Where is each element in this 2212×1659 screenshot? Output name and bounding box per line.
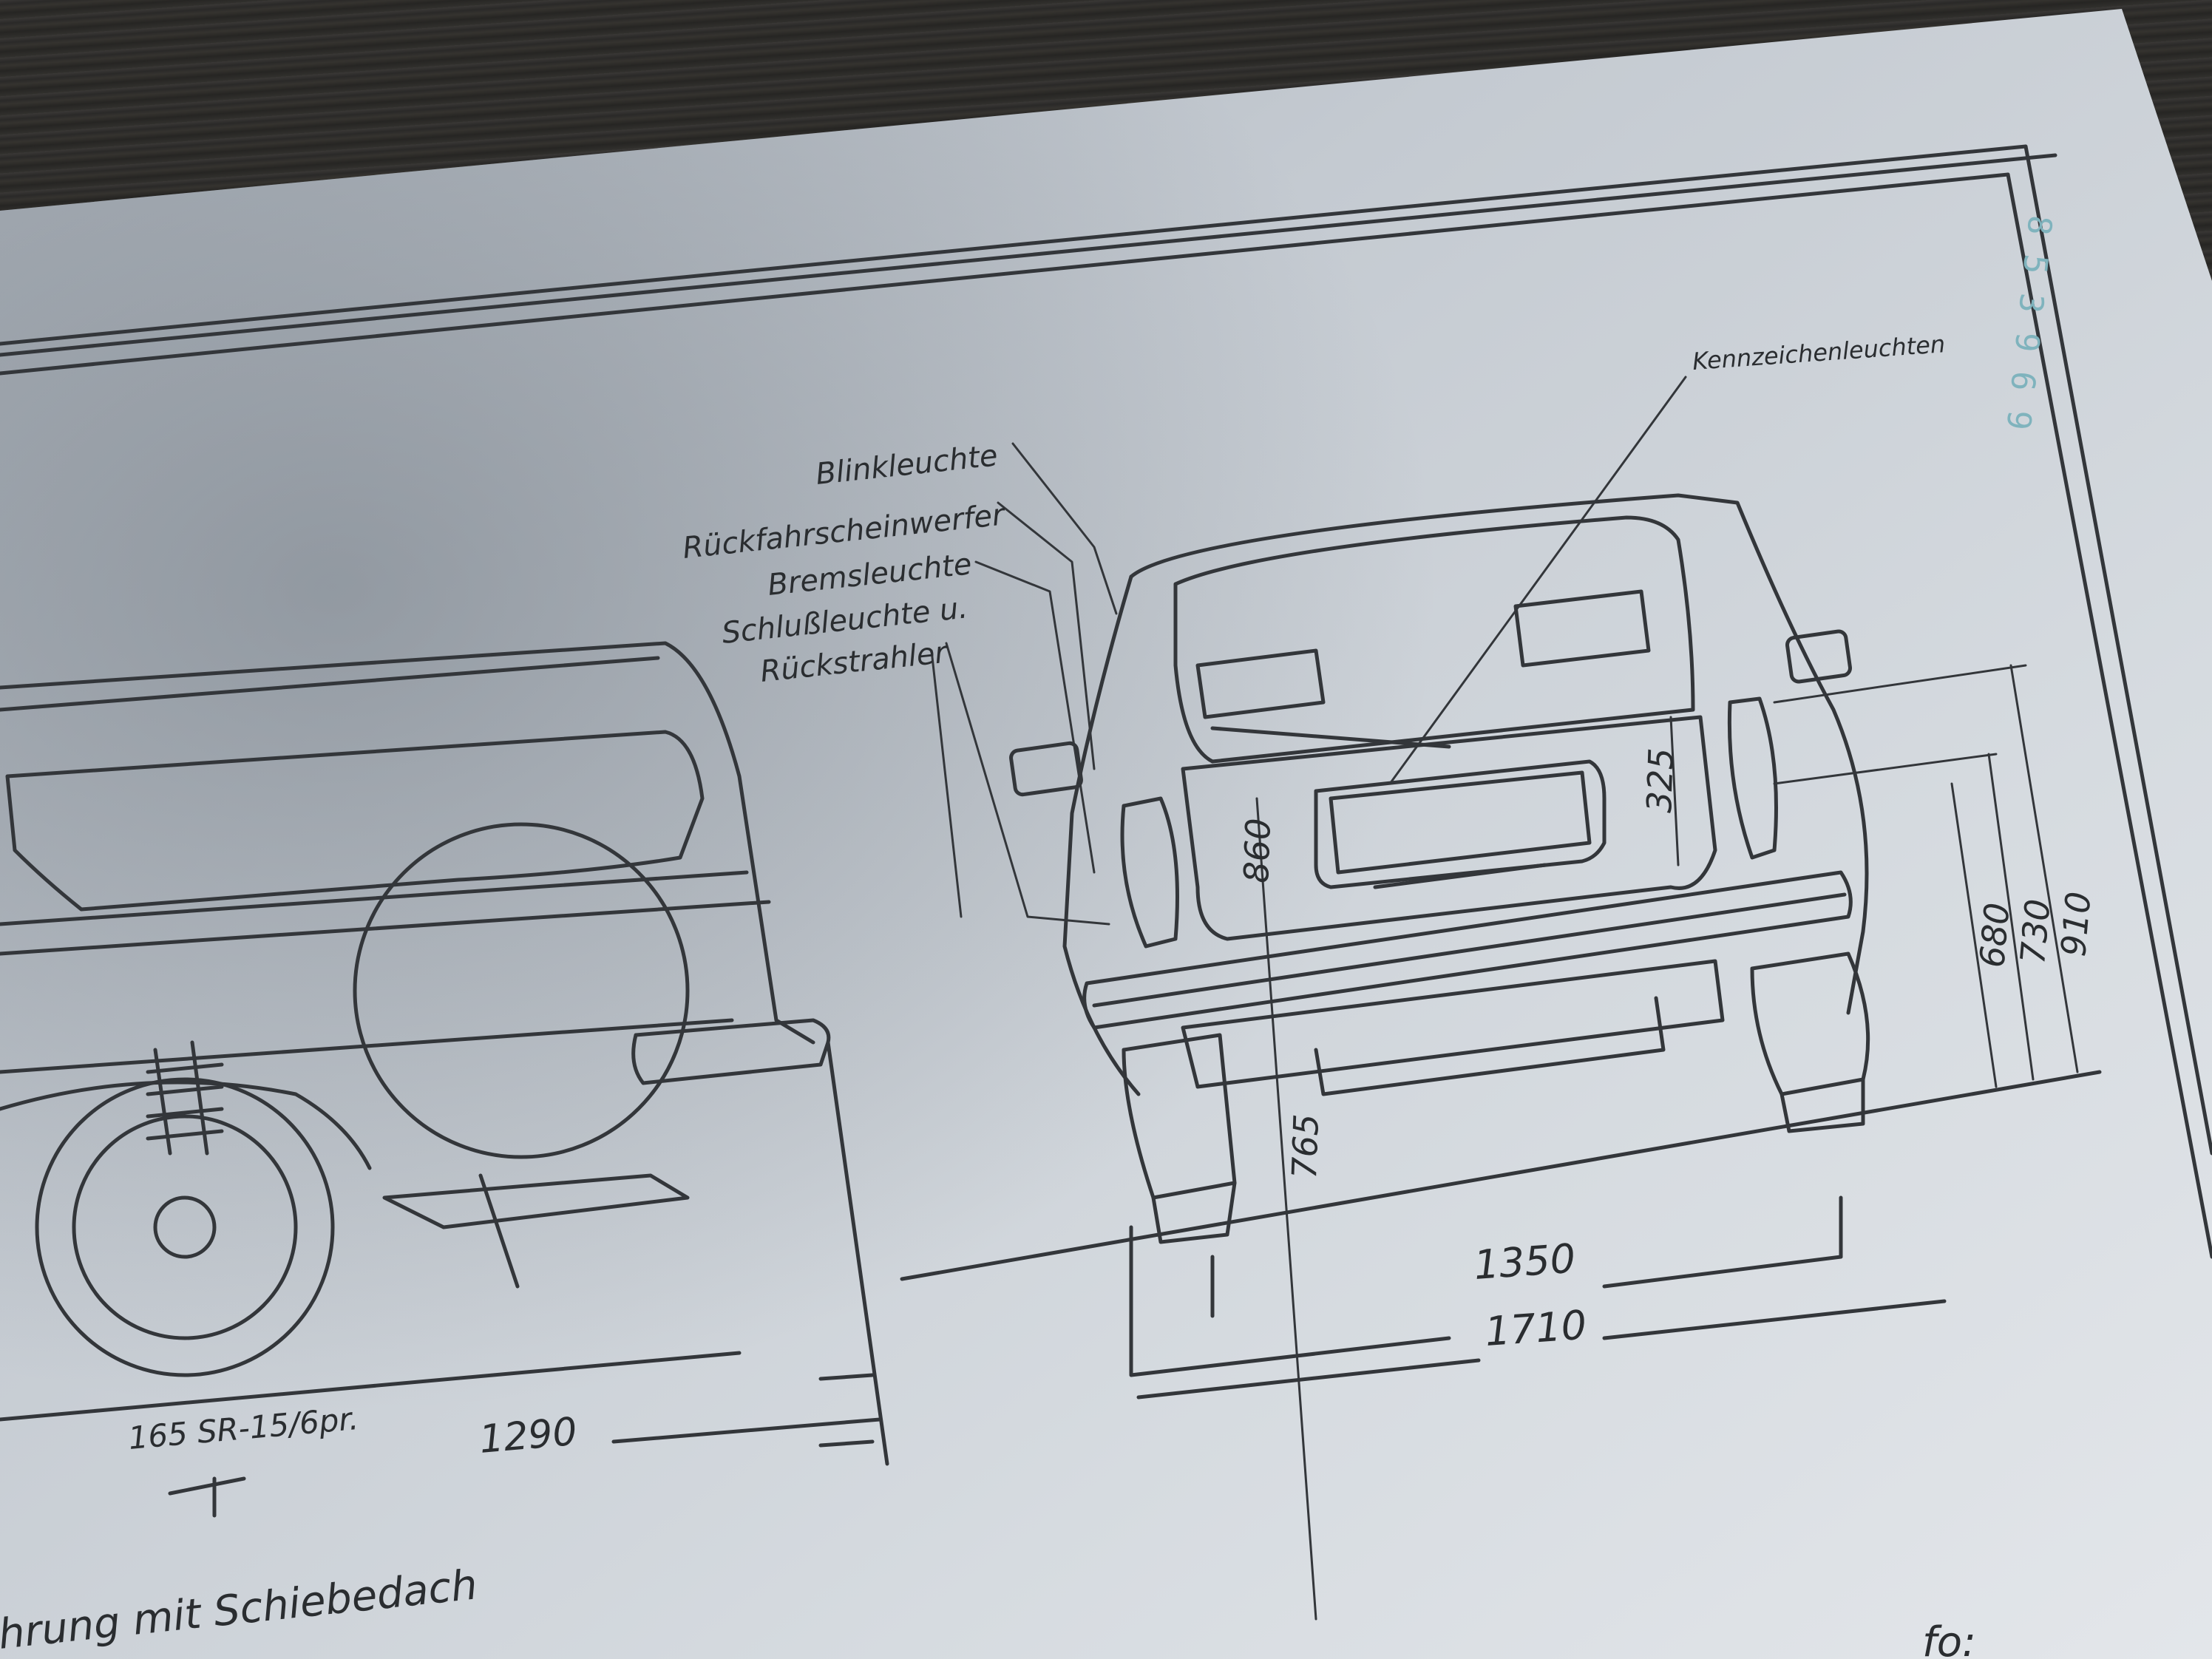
- paper-shadow: [0, 9, 2212, 1659]
- dimension-1710: 1710: [1484, 1302, 1588, 1355]
- dimension-1350: 1350: [1473, 1235, 1577, 1289]
- rear-view-drawing: [900, 376, 2102, 1621]
- side-view-drawing: [0, 641, 889, 1518]
- dimension-860: 860: [1236, 818, 1278, 884]
- dimension-325: 325: [1639, 747, 1681, 814]
- caption-corner: fo:: [1922, 1618, 1976, 1659]
- dimension-680: 680: [1972, 901, 2017, 969]
- dimension-730: 730: [2012, 898, 2057, 966]
- dimension-910: 910: [2053, 890, 2098, 958]
- drawing-frame: [0, 144, 2212, 1259]
- dimension-1290: 1290: [478, 1410, 579, 1462]
- dimension-765: 765: [1284, 1113, 1326, 1180]
